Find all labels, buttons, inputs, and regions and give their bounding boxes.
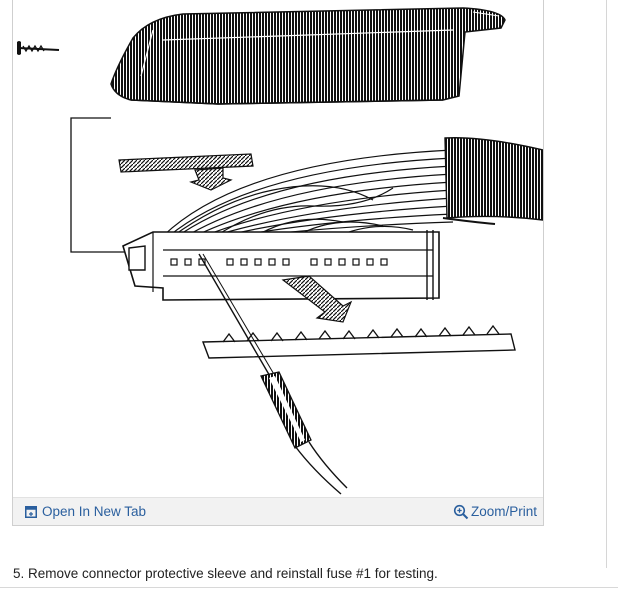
connector-diagram-image — [13, 0, 543, 497]
open-in-new-tab-icon — [25, 505, 37, 518]
bottom-divider — [0, 587, 618, 588]
figure-card: Open In New Tab Zoom/Print — [12, 0, 544, 526]
page-right-edge — [606, 0, 607, 568]
zoom-print-label: Zoom/Print — [470, 504, 537, 519]
step-number: 5. — [13, 566, 25, 581]
magnifier-zoom-icon — [453, 504, 469, 520]
zoom-print-link[interactable]: Zoom/Print — [453, 498, 537, 525]
instruction-step: 5. Remove connector protective sleeve an… — [13, 566, 438, 581]
open-in-new-tab-link[interactable]: Open In New Tab — [25, 498, 146, 525]
step-text: Remove connector protective sleeve and r… — [28, 566, 438, 581]
open-in-new-tab-label: Open In New Tab — [42, 504, 147, 519]
figure-toolbar: Open In New Tab Zoom/Print — [13, 497, 543, 525]
